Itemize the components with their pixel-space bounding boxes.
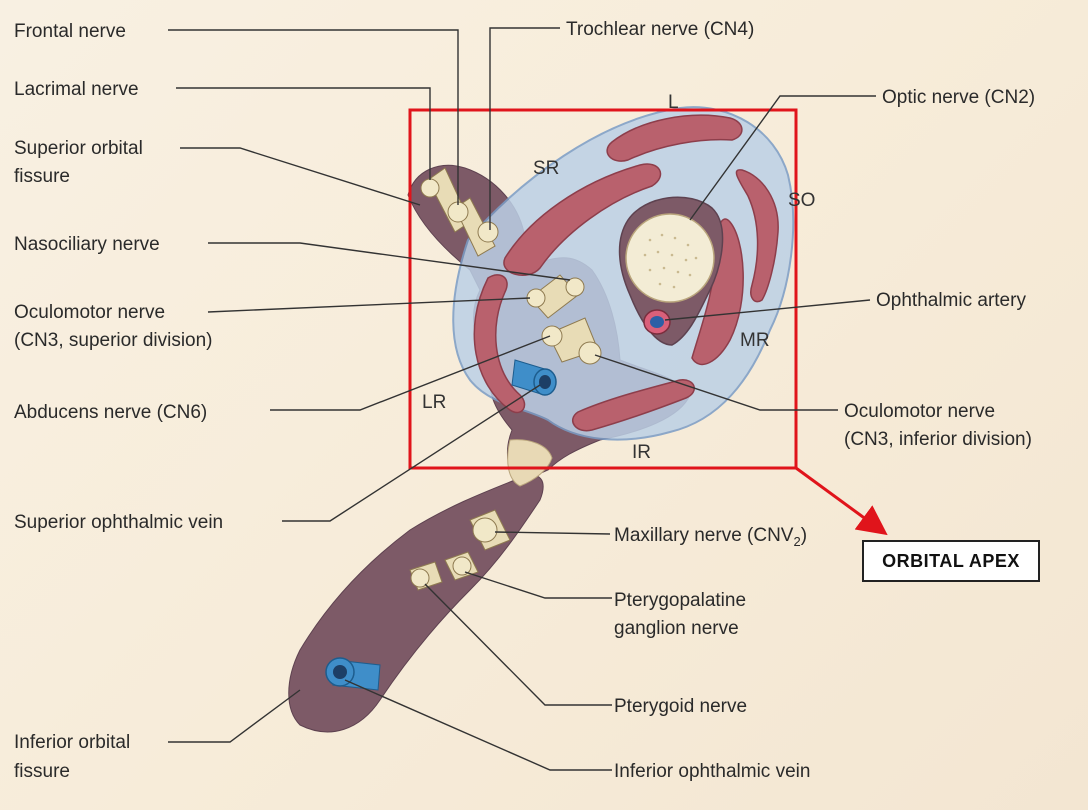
label-oculomotor-superior-1: Oculomotor nerve	[14, 302, 165, 323]
label-nasociliary-nerve: Nasociliary nerve	[14, 234, 160, 255]
label-ophthalmic-artery: Ophthalmic artery	[876, 290, 1026, 311]
label-lacrimal-nerve: Lacrimal nerve	[14, 79, 139, 100]
muscle-label-lateral-rectus: LR	[422, 392, 446, 413]
label-pterygopalatine-2: ganglion nerve	[614, 618, 739, 639]
label-superior-orbital-fissure-1: Superior orbital	[14, 138, 143, 159]
label-superior-orbital-fissure-2: fissure	[14, 166, 70, 187]
label-inferior-orbital-fissure-1: Inferior orbital	[14, 732, 130, 753]
orbital-apex-callout-text: ORBITAL APEX	[882, 550, 1020, 571]
orbital-apex-box	[408, 108, 798, 470]
inferior-rectus-muscle	[572, 379, 695, 432]
label-frontal-nerve: Frontal nerve	[14, 21, 126, 42]
ophthalmic-artery-lumen	[650, 316, 664, 328]
leader-lines	[168, 27, 876, 771]
label-pterygoid-nerve: Pterygoid nerve	[614, 696, 747, 717]
orbital-apex-callout: ORBITAL APEX	[862, 540, 1040, 582]
label-oculomotor-inferior-2: (CN3, inferior division)	[844, 429, 1032, 450]
optic-nerve	[625, 213, 715, 303]
inferior-ophthalmic-vein-lumen	[333, 665, 347, 679]
superior-rectus-muscle	[503, 163, 662, 276]
muscle-label-superior-oblique: SO	[788, 190, 815, 211]
muscle-label-superior-rectus: SR	[533, 158, 559, 179]
superior-fissure-nerves	[420, 167, 602, 365]
optic-nerve-fibers	[643, 233, 698, 289]
muscle-label-inferior-rectus: IR	[632, 442, 651, 463]
muscle-label-medial-rectus: MR	[740, 330, 770, 351]
label-maxillary-nerve: Maxillary nerve (CNV2)	[614, 525, 807, 549]
inferior-orbital-fissure-shape	[288, 474, 544, 733]
label-trochlear-nerve: Trochlear nerve (CN4)	[566, 19, 754, 40]
levator-muscle	[606, 114, 743, 162]
label-inferior-ophthalmic-vein: Inferior ophthalmic vein	[614, 761, 810, 782]
muscle-label-levator: L	[668, 92, 679, 113]
label-pterygopalatine-1: Pterygopalatine	[614, 590, 746, 611]
lateral-rectus-muscle	[473, 274, 526, 414]
label-abducens-nerve: Abducens nerve (CN6)	[14, 402, 207, 423]
label-optic-nerve: Optic nerve (CN2)	[882, 87, 1035, 108]
superior-ophthalmic-vein-lumen	[539, 375, 551, 389]
orbital-apex-arrow	[795, 466, 888, 536]
label-oculomotor-inferior-1: Oculomotor nerve	[844, 401, 995, 422]
label-superior-ophthalmic-vein: Superior ophthalmic vein	[14, 512, 223, 533]
label-inferior-orbital-fissure-2: fissure	[14, 761, 70, 782]
superior-oblique-muscle	[735, 169, 779, 303]
label-oculomotor-superior-2: (CN3, superior division)	[14, 330, 213, 351]
